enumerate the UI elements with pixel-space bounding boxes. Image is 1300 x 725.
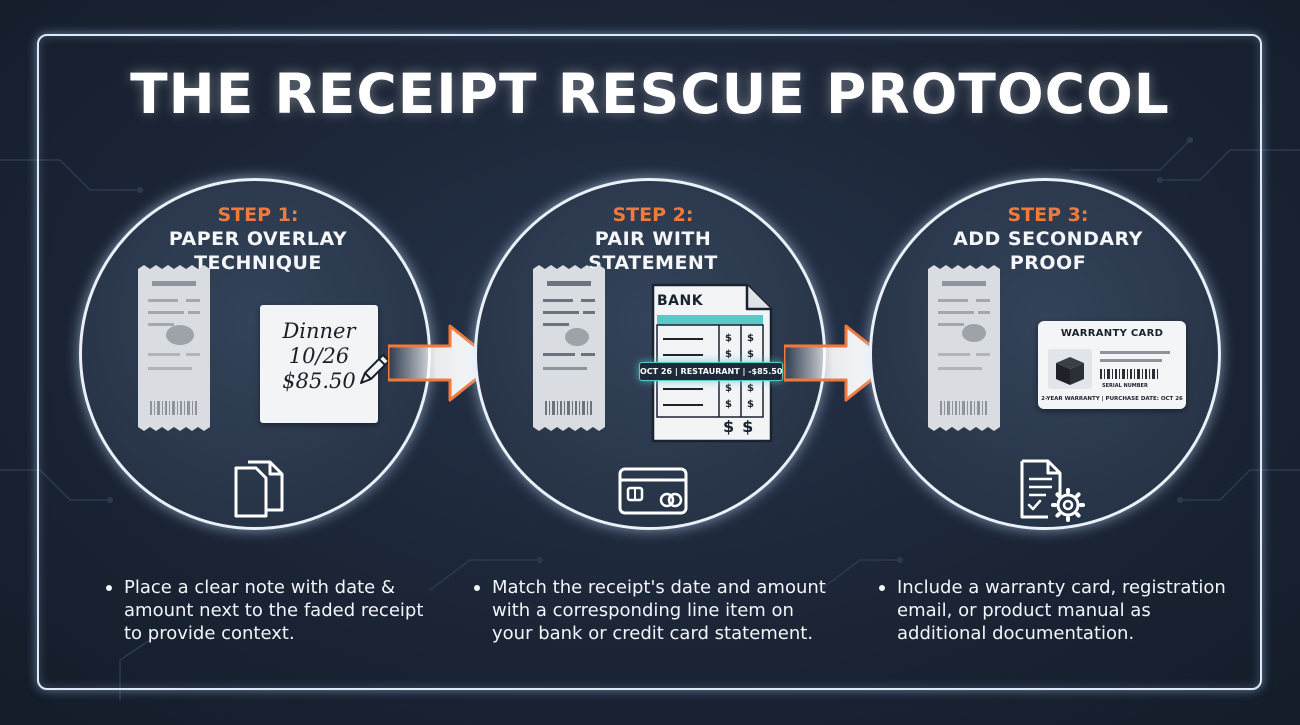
step-1-name-line2: TECHNIQUE xyxy=(194,252,322,274)
highlighted-transaction: OCT 26 | RESTAURANT | -$85.50 xyxy=(639,362,783,381)
svg-text:$: $ xyxy=(747,399,754,410)
step-3-heading: STEP 3: ADD SECONDARY PROOF xyxy=(872,203,1224,275)
faded-receipt xyxy=(138,265,210,431)
dollar-signs: $$ xyxy=(723,417,761,436)
step-1-circle: STEP 1: PAPER OVERLAY TECHNIQUE Dinner 1… xyxy=(79,178,431,530)
warranty-card: WARRANTY CARD SERIAL NUMBER 2-YEAR WARRA… xyxy=(1038,321,1186,409)
page-title: THE RECEIPT RESCUE PROTOCOL xyxy=(130,62,1170,126)
handwritten-note: Dinner 10/26 $85.50 xyxy=(260,305,378,423)
note-line-2: 10/26 xyxy=(288,344,350,368)
step-1-description: Place a clear note with date & amount ne… xyxy=(100,576,440,645)
pencil-icon xyxy=(360,354,390,384)
step-1-name-line1: PAPER OVERLAY xyxy=(168,228,348,250)
step-3-circle: STEP 3: ADD SECONDARY PROOF WARRANTY CAR… xyxy=(869,178,1221,530)
warranty-card-title: WARRANTY CARD xyxy=(1060,328,1164,339)
step-2-number: STEP 2: xyxy=(612,204,694,226)
bank-label: BANK xyxy=(657,293,704,309)
step-2-name-line1: PAIR WITH xyxy=(594,228,712,250)
step-3-number: STEP 3: xyxy=(1007,204,1089,226)
svg-text:$: $ xyxy=(747,383,754,394)
note-line-3: $85.50 xyxy=(282,369,356,393)
step-3-name-line1: ADD SECONDARY xyxy=(953,228,1143,250)
warranty-card-lines xyxy=(1100,351,1170,379)
step-3-name-line2: PROOF xyxy=(1009,252,1087,274)
step-1-number: STEP 1: xyxy=(217,204,299,226)
outer-frame xyxy=(37,34,1262,690)
warranty-card-footer: 2-YEAR WARRANTY | PURCHASE DATE: OCT 26 xyxy=(1041,396,1183,402)
faded-receipt xyxy=(533,265,605,431)
svg-text:$: $ xyxy=(747,333,754,344)
dollar-sign: $ xyxy=(723,417,743,436)
documents-icon xyxy=(234,460,284,518)
arrow-step-2-to-3 xyxy=(784,324,894,402)
svg-text:$: $ xyxy=(725,399,732,410)
credit-card-icon xyxy=(618,467,688,515)
step-1-heading: STEP 1: PAPER OVERLAY TECHNIQUE xyxy=(82,203,434,275)
step-2-name-line2: STATEMENT xyxy=(588,252,718,274)
step-2-heading: STEP 2: PAIR WITH STATEMENT xyxy=(477,203,829,275)
svg-text:$: $ xyxy=(747,349,754,360)
serial-number-label: SERIAL NUMBER xyxy=(1102,383,1148,389)
faded-receipt xyxy=(928,265,1000,431)
product-box-icon xyxy=(1048,349,1092,389)
arrow-step-1-to-2 xyxy=(388,324,498,402)
dollar-sign: $ xyxy=(742,417,762,436)
step-2-description: Match the receipt's date and amount with… xyxy=(468,576,840,645)
note-line-1: Dinner xyxy=(282,319,356,343)
step-3-description: Include a warranty card, registration em… xyxy=(873,576,1245,645)
svg-text:$: $ xyxy=(725,333,732,344)
document-gear-icon xyxy=(1020,459,1085,522)
step-2-circle: STEP 2: PAIR WITH STATEMENT $$ $$ $$ $$ … xyxy=(474,178,826,530)
svg-text:$: $ xyxy=(725,349,732,360)
svg-text:$: $ xyxy=(725,383,732,394)
